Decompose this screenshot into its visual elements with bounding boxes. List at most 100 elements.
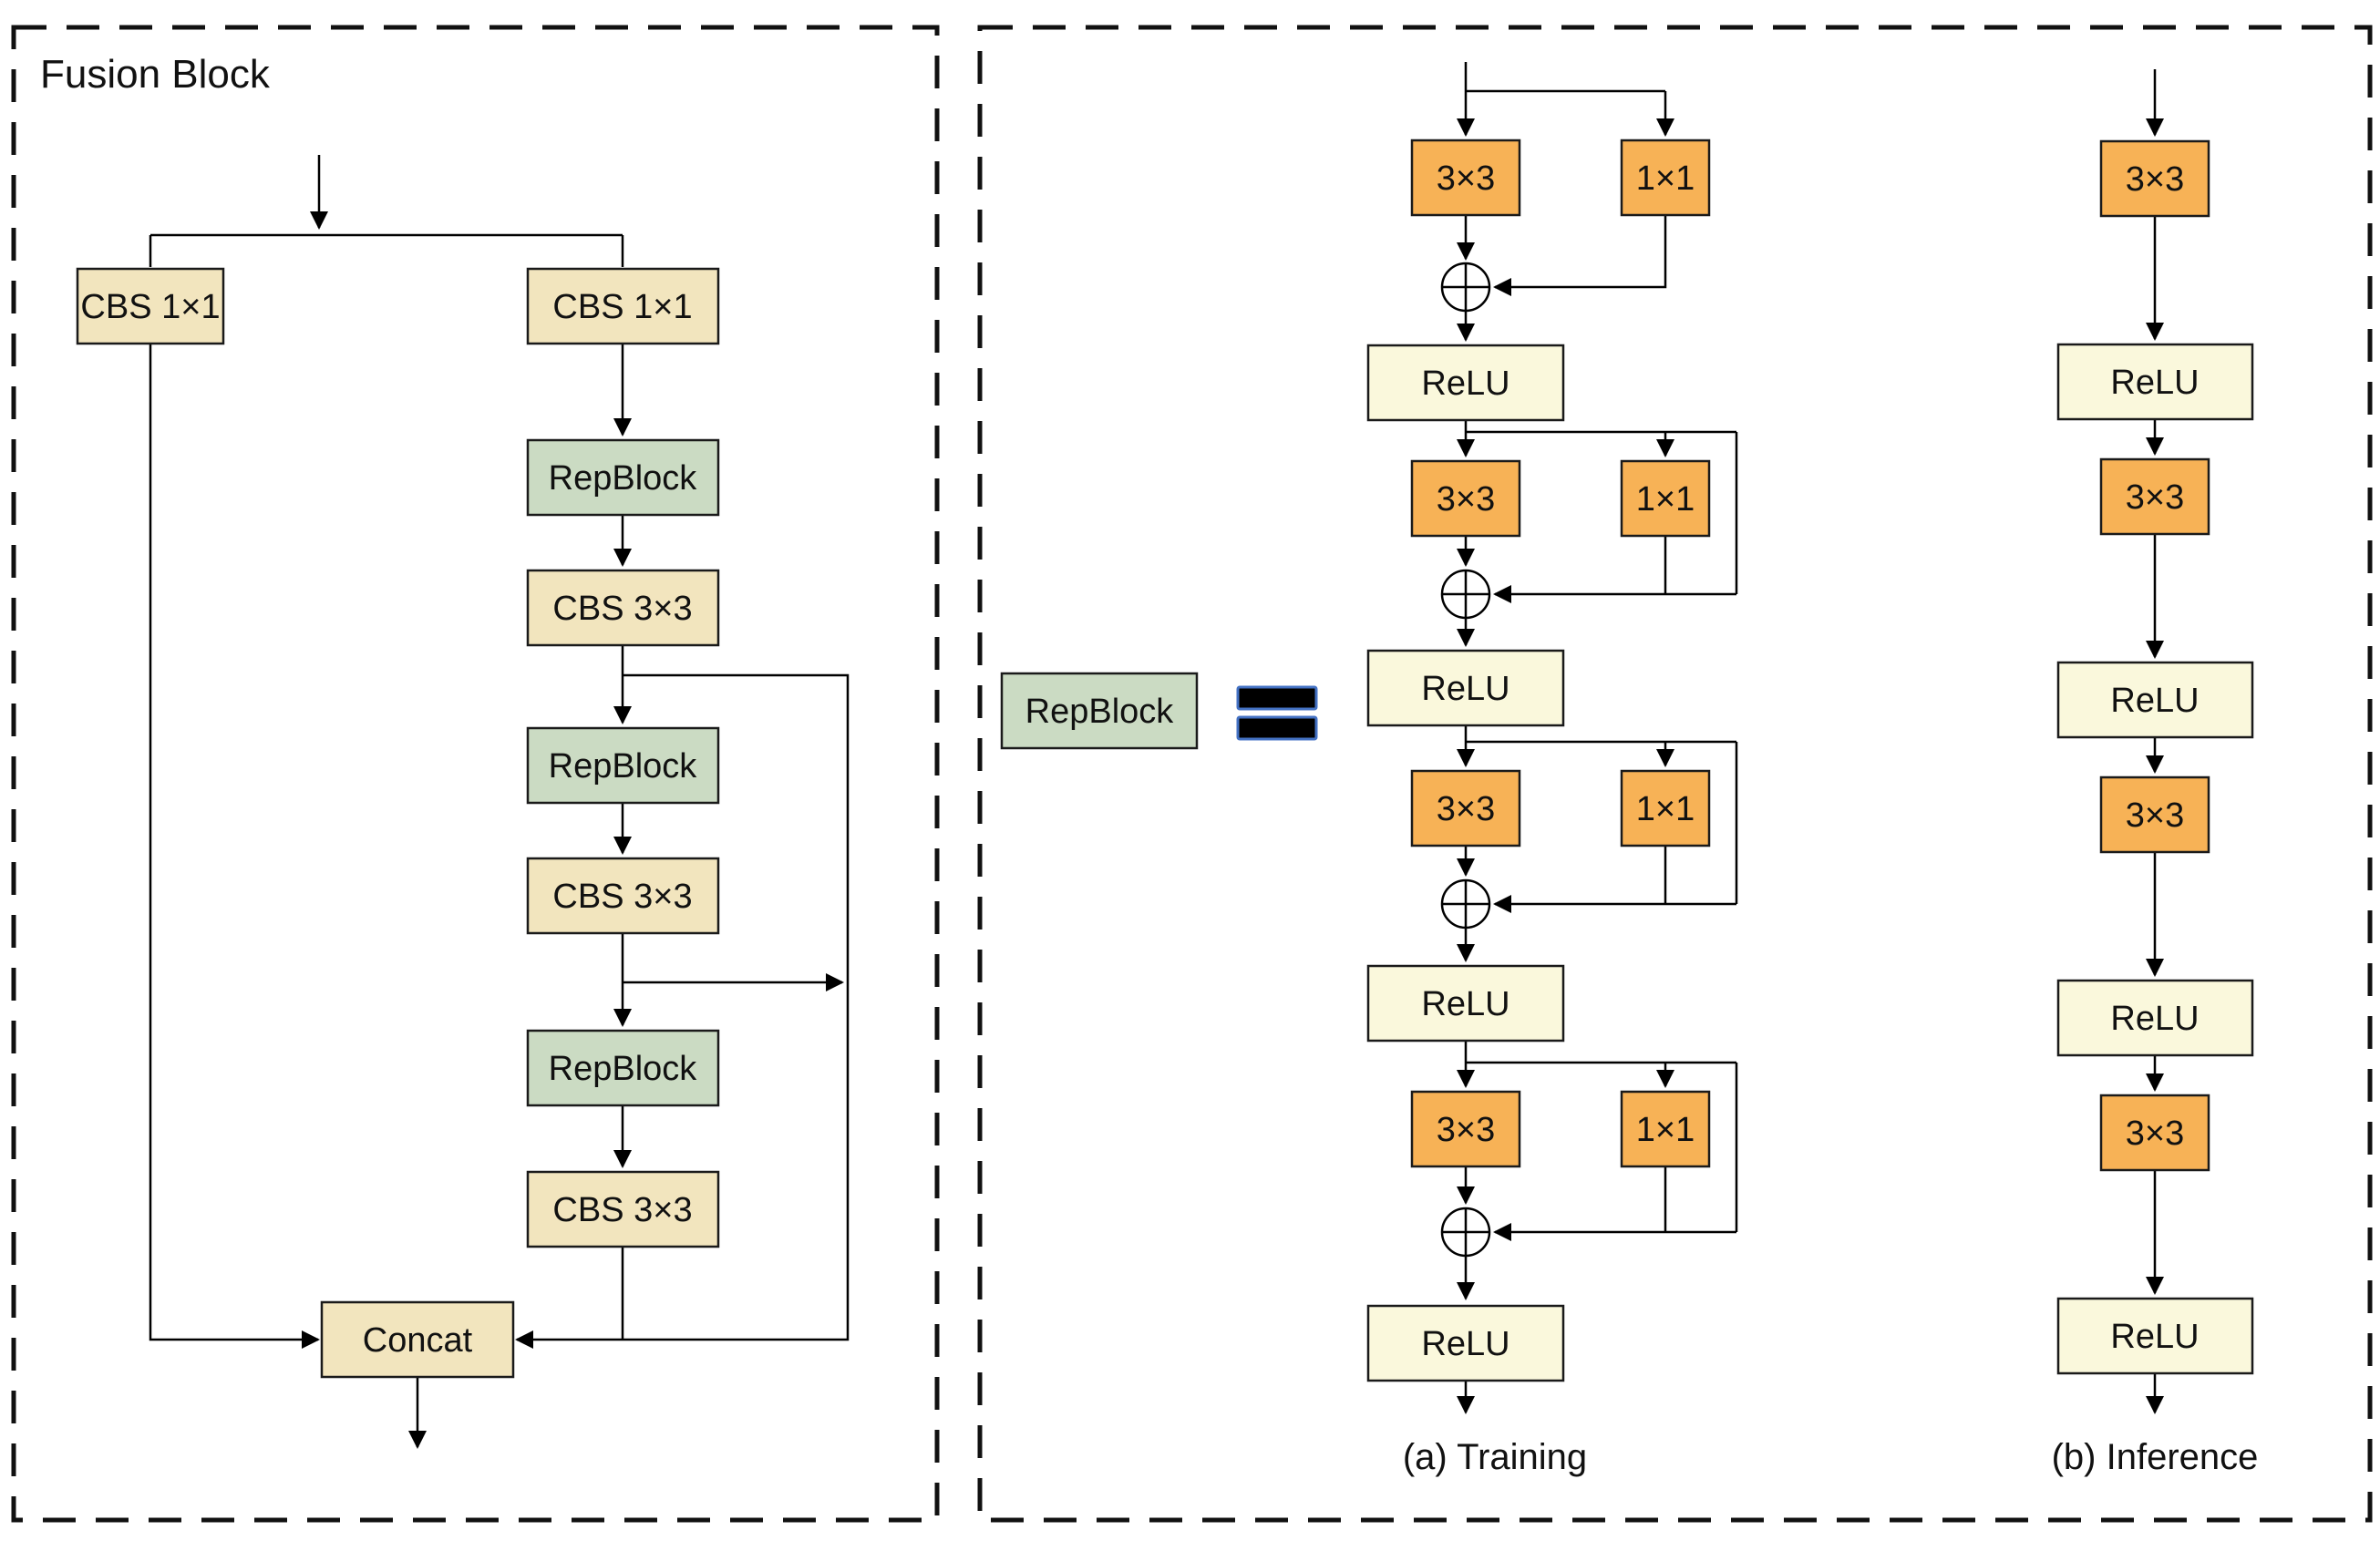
train-relu-2-box (1366, 649, 1565, 727)
node-inf-relu-2: ReLU (2056, 661, 2254, 739)
node-train-conv1-2: 1×1 (1620, 459, 1711, 538)
node-train-conv1-4: 1×1 (1620, 1090, 1711, 1168)
train-conv3-1-box (1410, 139, 1521, 217)
node-concat: Concat (320, 1300, 515, 1379)
node-inf-conv3-1: 3×3 (2099, 139, 2210, 218)
node-inf-relu-3: ReLU (2056, 979, 2254, 1057)
inf-conv3-3-label: 3×3 (2126, 796, 2184, 835)
train-conv3-4-label: 3×3 (1437, 1111, 1495, 1149)
node-train-conv3-1: 3×3 (1410, 139, 1521, 217)
add-cross-4 (1442, 1208, 1489, 1256)
cbs-1x1-left-box (76, 267, 225, 345)
node-repblock-2: RepBlock (526, 726, 720, 805)
fusion-block-border (11, 25, 940, 1523)
equals-bar-top (1236, 685, 1318, 711)
inf-relu-2-label: ReLU (2110, 682, 2199, 720)
cbs-3x3-1-box (526, 569, 720, 647)
train-conv1-4-label: 1×1 (1636, 1111, 1695, 1149)
inf-conv3-3-box (2099, 776, 2210, 854)
training-connectors (1457, 62, 1738, 1414)
inference-diagram: 3×3 ReLU 3×3 ReLU 3×3 ReLU (2052, 69, 2258, 1477)
train-conv1-2-box (1620, 459, 1711, 538)
train-relu-4-label: ReLU (1421, 1325, 1509, 1363)
repblock-lhs-box (1000, 672, 1199, 750)
repblock-2-box (526, 726, 720, 805)
add-node-4 (1440, 1207, 1491, 1258)
inf-relu-1-box (2056, 343, 2254, 421)
train-conv1-1-box (1620, 139, 1711, 217)
train-relu-2-label: ReLU (1421, 670, 1509, 708)
train-conv3-1-label: 3×3 (1437, 159, 1495, 198)
node-inf-conv3-3: 3×3 (2099, 776, 2210, 854)
node-inf-relu-1: ReLU (2056, 343, 2254, 421)
inf-conv3-1-box (2099, 139, 2210, 218)
inf-relu-4-label: ReLU (2110, 1318, 2199, 1356)
node-cbs-3x3-1: CBS 3×3 (526, 569, 720, 647)
cbs-1x1-top-box (526, 267, 720, 345)
repblock-panel-border (977, 25, 2373, 1523)
node-train-conv3-3: 3×3 (1410, 769, 1521, 847)
node-train-conv3-2: 3×3 (1410, 459, 1521, 538)
cbs-1x1-top-label: CBS 1×1 (552, 288, 692, 326)
train-conv1-1-label: 1×1 (1636, 159, 1695, 198)
inf-relu-1-label: ReLU (2110, 364, 2199, 402)
node-inf-relu-4: ReLU (2056, 1297, 2254, 1375)
train-conv3-2-box (1410, 459, 1521, 538)
train-conv1-4-box (1620, 1090, 1711, 1168)
inf-conv3-4-box (2099, 1094, 2210, 1172)
cbs-3x3-3-box (526, 1170, 720, 1248)
add-node-1 (1440, 262, 1491, 313)
repblock-3-box (526, 1029, 720, 1107)
training-caption: (a) Training (1403, 1437, 1587, 1477)
repblock-equivalence-panel: RepBlock (977, 25, 2373, 1523)
train-relu-1-box (1366, 344, 1565, 422)
node-train-relu-3: ReLU (1366, 964, 1565, 1043)
train-conv1-3-box (1620, 769, 1711, 847)
node-cbs-1x1-top: CBS 1×1 (526, 267, 720, 345)
add-cross-1 (1442, 263, 1489, 311)
node-inf-conv3-4: 3×3 (2099, 1094, 2210, 1172)
cbs-3x3-1-label: CBS 3×3 (552, 590, 692, 628)
equals-bar-bottom (1236, 715, 1318, 741)
node-train-conv1-3: 1×1 (1620, 769, 1711, 847)
cbs-3x3-2-label: CBS 3×3 (552, 878, 692, 916)
cbs-3x3-3-label: CBS 3×3 (552, 1191, 692, 1229)
inf-relu-2-box (2056, 661, 2254, 739)
repblock-2-label: RepBlock (549, 747, 698, 786)
concat-box (320, 1300, 515, 1379)
fusion-block-panel: Fusion Block CBS 1×1 CBS 1×1 (11, 25, 940, 1523)
concat-label: Concat (363, 1321, 473, 1360)
node-inf-conv3-2: 3×3 (2099, 457, 2210, 536)
inf-relu-4-box (2056, 1297, 2254, 1375)
node-repblock-lhs: RepBlock (1000, 672, 1199, 750)
train-relu-4-box (1366, 1304, 1565, 1382)
node-repblock-3: RepBlock (526, 1029, 720, 1107)
s1-conv1-to-add (1493, 215, 1667, 296)
train-conv3-4-box (1410, 1090, 1521, 1168)
inf-conv3-4-label: 3×3 (2126, 1114, 2184, 1153)
add-node-3 (1440, 878, 1491, 930)
node-train-relu-1: ReLU (1366, 344, 1565, 422)
inf-conv3-2-label: 3×3 (2126, 478, 2184, 517)
train-conv3-3-label: 3×3 (1437, 790, 1495, 828)
node-train-relu-2: ReLU (1366, 649, 1565, 727)
node-train-conv3-4: 3×3 (1410, 1090, 1521, 1168)
inf-conv3-2-box (2099, 457, 2210, 536)
inf-relu-3-label: ReLU (2110, 1000, 2199, 1038)
repblock-1-label: RepBlock (549, 459, 698, 498)
train-relu-3-box (1366, 964, 1565, 1043)
train-conv1-3-label: 1×1 (1636, 790, 1695, 828)
inf-conv3-1-label: 3×3 (2126, 160, 2184, 199)
train-relu-3-label: ReLU (1421, 985, 1509, 1023)
equals-icon (1236, 685, 1318, 741)
repblock-lhs-label: RepBlock (1025, 693, 1175, 731)
add-node-2 (1440, 569, 1491, 620)
repblock-1-box (526, 438, 720, 517)
fusion-block-title: Fusion Block (40, 52, 271, 97)
node-cbs-3x3-2: CBS 3×3 (526, 857, 720, 935)
left-branch-to-concat (149, 344, 320, 1349)
add-cross-2 (1442, 570, 1489, 618)
node-train-relu-4: ReLU (1366, 1304, 1565, 1382)
